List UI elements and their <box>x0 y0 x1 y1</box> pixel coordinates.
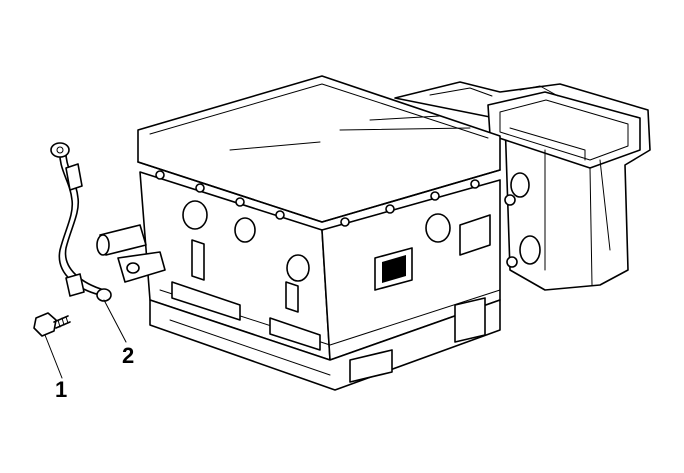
leader-line-1 <box>44 334 63 379</box>
bolt <box>33 312 71 337</box>
main-unit <box>96 75 518 391</box>
rear-housing <box>394 81 651 291</box>
callout-1: 1 <box>55 377 67 402</box>
ground-cable <box>50 142 112 302</box>
callout-2: 2 <box>122 343 134 368</box>
leader-line-2 <box>103 299 127 343</box>
